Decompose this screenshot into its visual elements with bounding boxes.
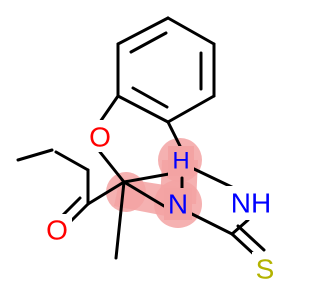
atom-n-center: N <box>168 189 188 220</box>
bond-benz-5 <box>116 94 170 124</box>
benzene-ring <box>116 16 216 124</box>
bond-cq-methyl <box>114 180 126 260</box>
atom-o-ring: O <box>89 122 111 153</box>
bond-ester-o-methyl <box>54 150 90 172</box>
atom-o-carbonyl: O <box>46 215 68 246</box>
bond-benz-double-1 <box>129 31 168 54</box>
label-bg-o-carbonyl <box>42 214 72 246</box>
label-bg-s <box>252 252 278 286</box>
label-bg-nh <box>226 186 276 220</box>
bond-cq-n <box>122 180 166 208</box>
atom-n-upper: H <box>172 148 189 175</box>
label-bg-n-upper <box>168 146 194 176</box>
bond-benz-4 <box>166 94 216 124</box>
label-bg-o-ring <box>86 120 114 152</box>
bond-ester-cq <box>86 180 126 206</box>
bond-benz-1 <box>116 16 170 46</box>
atom-s: S <box>256 254 275 285</box>
bond-aryl-ch <box>166 120 182 148</box>
bond-benz-double-3 <box>131 86 169 109</box>
molecule-diagram: O O H N NH S <box>16 16 278 286</box>
bond-o-methyl <box>16 148 54 162</box>
molecule-structure: O O H N NH S <box>16 16 278 286</box>
bond-n-cs <box>190 212 234 236</box>
atom-labels: O O H N NH S <box>42 120 278 286</box>
atom-nh: NH <box>231 188 271 219</box>
bond-o-cq <box>98 150 126 184</box>
bond-cs-double-2 <box>236 224 266 252</box>
bond-benz-2 <box>166 16 216 46</box>
bond-aryl-o <box>98 94 120 124</box>
label-bg-n-center <box>164 188 192 220</box>
